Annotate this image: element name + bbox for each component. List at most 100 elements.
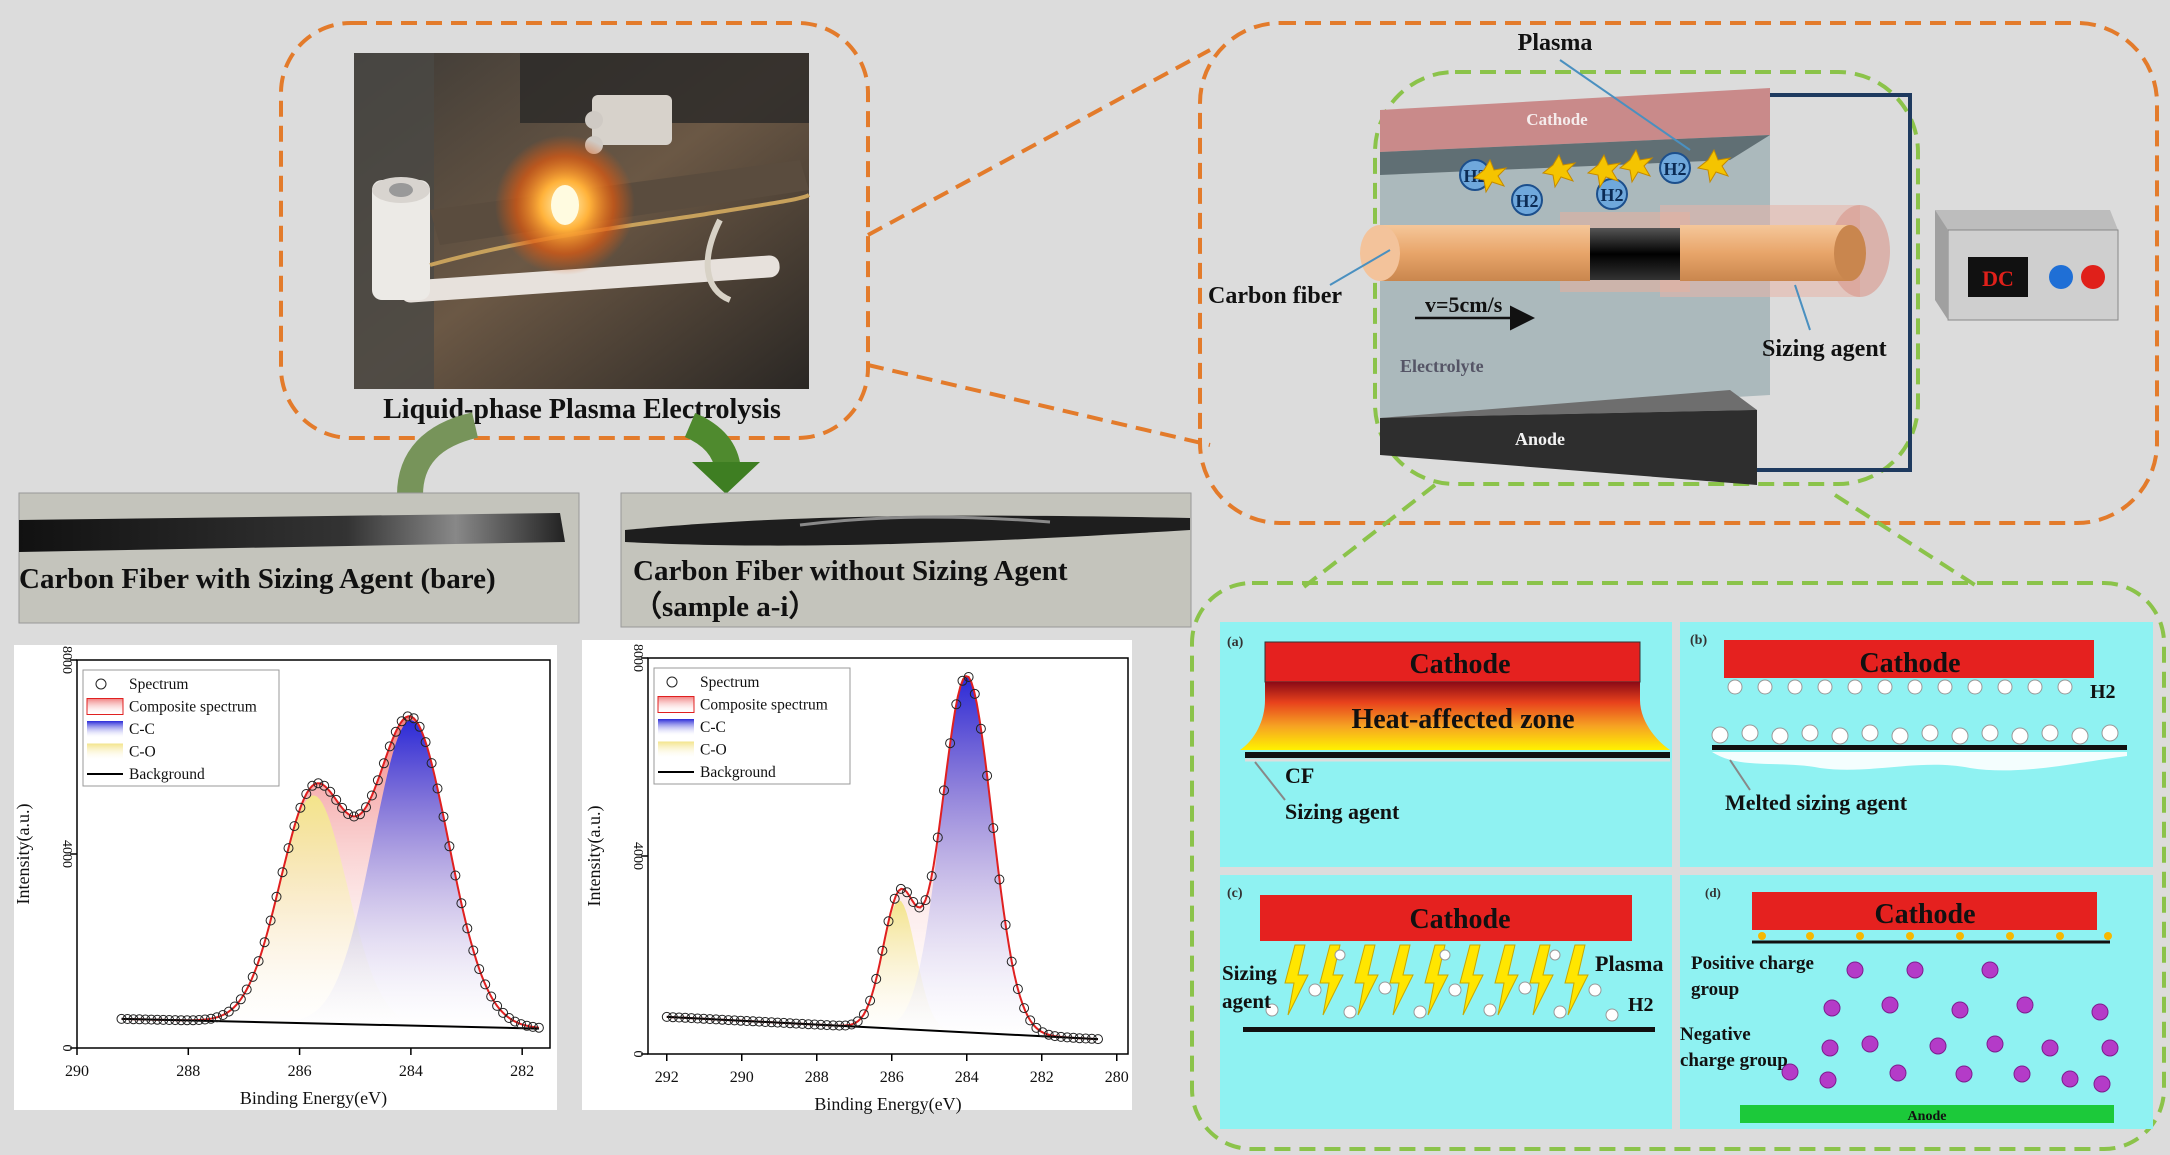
cathode-label: Cathode bbox=[1526, 110, 1588, 129]
x-axis-label: Binding Energy(eV) bbox=[240, 1088, 387, 1109]
legend-label: Composite spectrum bbox=[700, 697, 828, 714]
legend-swatch bbox=[87, 743, 123, 760]
spectrum-point bbox=[975, 723, 986, 734]
spectrum-point bbox=[1012, 984, 1023, 994]
right-arrow-head bbox=[692, 462, 760, 494]
sample-treated-label-2: （sample a-i） bbox=[633, 590, 817, 623]
spectrum-point bbox=[686, 1013, 697, 1024]
spectrum-point bbox=[858, 1009, 869, 1020]
sizing-agent-label: Sizing agent bbox=[1762, 336, 1887, 362]
panel-a-cf: CF bbox=[1285, 763, 1314, 788]
spectrum-point bbox=[846, 1019, 857, 1030]
spectrum-point bbox=[480, 979, 491, 990]
spectrum-point bbox=[797, 1018, 808, 1029]
spectrum-point bbox=[164, 1015, 175, 1025]
spectrum-point bbox=[791, 1018, 802, 1029]
y-tick-label: 4000 bbox=[59, 840, 74, 868]
x-tick-label: 286 bbox=[288, 1063, 312, 1080]
y-tick-label: 4000 bbox=[630, 842, 645, 870]
spectrum-point bbox=[821, 1020, 832, 1031]
spectrum-point bbox=[661, 1011, 672, 1022]
x-tick-label: 286 bbox=[880, 1069, 904, 1086]
spectrum-point bbox=[200, 1014, 210, 1025]
spectrum-point bbox=[277, 867, 288, 878]
h2-bubbles bbox=[1459, 152, 1691, 216]
spectrum-point bbox=[217, 1010, 228, 1020]
spectrum-point bbox=[492, 1000, 503, 1011]
spectrum-point bbox=[1068, 1032, 1079, 1043]
legend-label: C-C bbox=[129, 721, 155, 738]
spectrum-point bbox=[402, 711, 413, 722]
spectrum-point bbox=[926, 871, 937, 882]
x-tick-label: 282 bbox=[1030, 1069, 1054, 1086]
connector-bottom bbox=[867, 363, 1211, 447]
spectrum-point bbox=[877, 945, 888, 956]
panel-b bbox=[1680, 622, 2153, 867]
panel-b-melted: Melted sizing agent bbox=[1725, 790, 1908, 815]
y-axis-label: Intensity(a.u.) bbox=[584, 806, 605, 907]
spectrum-point bbox=[963, 672, 974, 682]
spectrum-point bbox=[969, 688, 980, 699]
spectrum-point bbox=[772, 1017, 783, 1028]
carbon-fiber-label: Carbon fiber bbox=[1208, 283, 1342, 309]
spectrum-point bbox=[259, 937, 270, 948]
h2-label-1: H2 bbox=[1463, 166, 1486, 186]
panels-frame bbox=[1190, 581, 2166, 1151]
plasma-sparks bbox=[1472, 148, 1732, 194]
legend-label: C-O bbox=[700, 742, 727, 759]
spectrum-point bbox=[778, 1017, 789, 1028]
dc-label: DC bbox=[1982, 266, 2014, 291]
spectrum-point bbox=[271, 891, 282, 902]
panel-c-h2: H2 bbox=[1628, 994, 1654, 1016]
spectrum-point bbox=[1056, 1031, 1066, 1042]
spectrum-point bbox=[717, 1014, 728, 1025]
panel-a bbox=[1220, 622, 1672, 867]
panel-c-plasma: Plasma bbox=[1595, 951, 1663, 976]
spectrum-point bbox=[994, 874, 1005, 885]
h2-label-4: H2 bbox=[1663, 159, 1686, 179]
spectrum-point bbox=[420, 737, 431, 748]
spectrum-point bbox=[704, 1014, 715, 1025]
spectrum-point bbox=[498, 1007, 509, 1018]
spectrum-point bbox=[325, 786, 336, 797]
spectrum-point bbox=[182, 1015, 193, 1026]
legend-swatch bbox=[657, 696, 695, 713]
spectrum-point bbox=[932, 832, 943, 843]
spectrum-point bbox=[331, 794, 342, 805]
sample-bare-label: Carbon Fiber with Sizing Agent (bare) bbox=[19, 563, 496, 595]
panel-b-tag: (b) bbox=[1690, 633, 1707, 648]
panel-a-haz: Heat-affected zone bbox=[1351, 704, 1574, 735]
plasma-leader bbox=[1559, 59, 1691, 151]
velocity-label: v=5cm/s bbox=[1425, 292, 1503, 317]
legend-label: Background bbox=[700, 764, 776, 781]
h2-label-2: H2 bbox=[1515, 191, 1538, 211]
x-tick-label: 290 bbox=[730, 1069, 754, 1086]
spectrum-point bbox=[486, 991, 497, 1002]
spectrum-point bbox=[426, 758, 437, 769]
co-peak-area bbox=[666, 900, 1098, 1040]
spectrum-point bbox=[170, 1015, 181, 1026]
spectrum-point bbox=[809, 1019, 820, 1030]
spectrum-point bbox=[265, 915, 276, 926]
spectrum-point bbox=[939, 785, 949, 796]
spectrum-point bbox=[902, 887, 912, 898]
spectrum-point bbox=[533, 1022, 544, 1033]
spectrum-point bbox=[450, 870, 461, 881]
spectrum-point bbox=[1062, 1032, 1073, 1043]
spectrum-point bbox=[366, 790, 377, 801]
spectrum-point bbox=[241, 984, 252, 995]
spectrum-point bbox=[698, 1013, 709, 1024]
spectrum-point bbox=[229, 1001, 240, 1012]
plasma-label: Plasma bbox=[1518, 30, 1593, 56]
left-curved-arrow bbox=[397, 412, 479, 496]
panel-a-tag: (a) bbox=[1227, 635, 1244, 650]
spectrum-point bbox=[828, 1020, 839, 1031]
spectrum-point bbox=[247, 971, 258, 982]
spectrum-point bbox=[361, 802, 371, 813]
x-tick-label: 284 bbox=[399, 1063, 423, 1080]
spectrum-point bbox=[834, 1020, 845, 1031]
spectrum-point bbox=[468, 945, 479, 956]
spectrum-point bbox=[754, 1016, 765, 1027]
spectrum-point bbox=[1074, 1033, 1085, 1044]
